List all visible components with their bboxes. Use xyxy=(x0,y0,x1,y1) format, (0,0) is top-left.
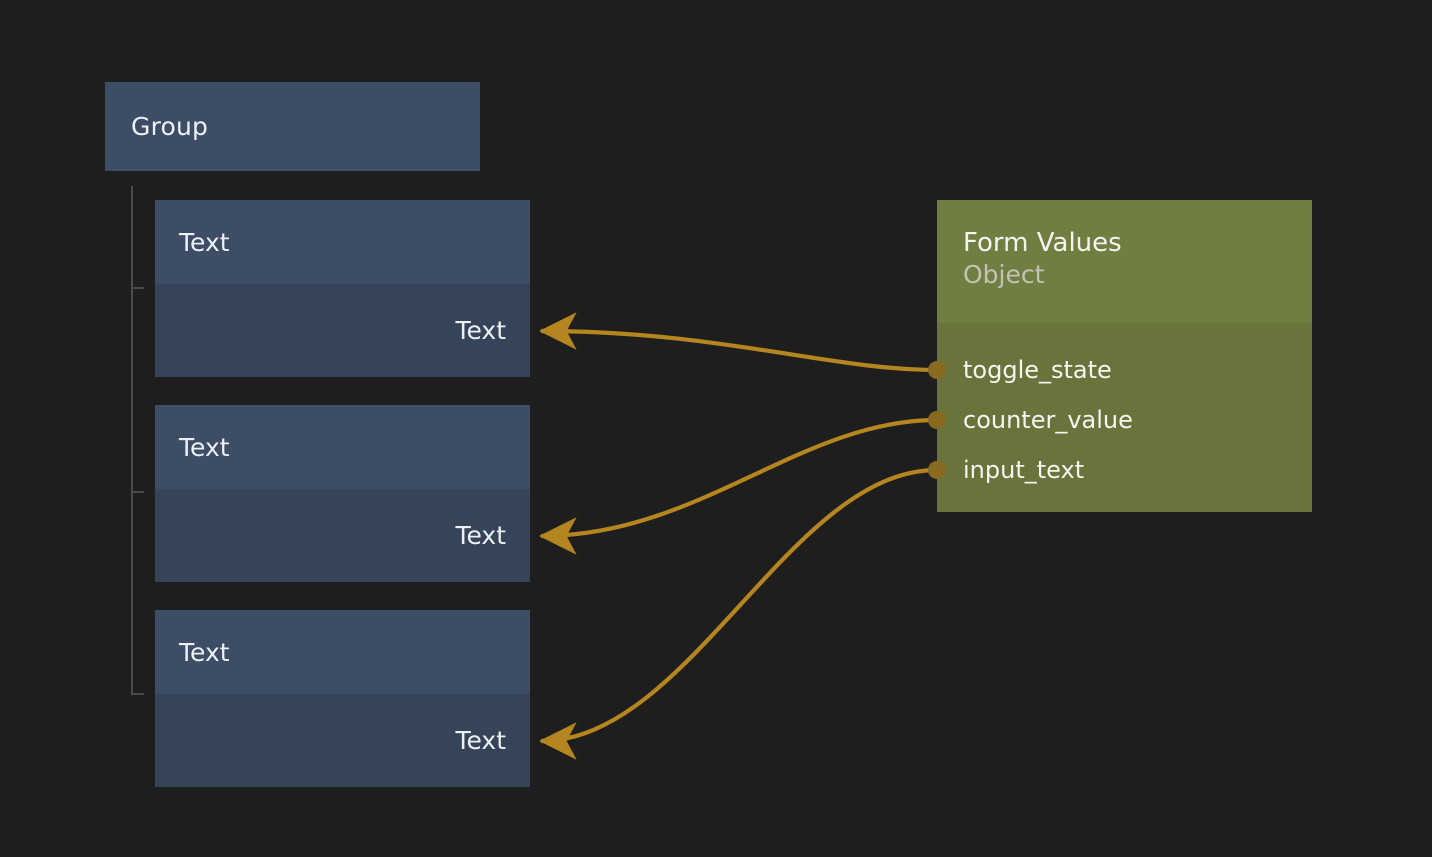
form-values-node-header[interactable]: Form Values Object xyxy=(937,200,1312,323)
field-label-toggle-state: toggle_state xyxy=(963,356,1112,384)
edge-toggle-state xyxy=(538,312,938,373)
field-row-input-text[interactable]: input_text xyxy=(928,445,1312,495)
output-port-dot-icon[interactable] xyxy=(928,461,946,479)
tree-stub-3 xyxy=(131,693,144,695)
tree-stub-2 xyxy=(131,491,144,493)
edge-input-text xyxy=(538,467,938,760)
text-node-3-port-label: Text xyxy=(455,726,506,755)
group-node[interactable]: Group xyxy=(105,82,480,171)
output-port-dot-icon[interactable] xyxy=(928,411,946,429)
text-node-1-title: Text xyxy=(179,227,230,257)
text-node-2-body[interactable]: Text xyxy=(155,489,530,582)
form-values-node-title: Form Values xyxy=(963,228,1122,258)
text-node-2-port-label: Text xyxy=(455,521,506,550)
form-values-node[interactable]: Form Values Object toggle_state counter_… xyxy=(928,200,1312,512)
field-row-counter-value[interactable]: counter_value xyxy=(928,395,1312,445)
group-node-title: Group xyxy=(131,112,209,141)
edge-counter-value xyxy=(538,417,938,555)
field-row-toggle-state[interactable]: toggle_state xyxy=(928,345,1312,395)
text-node-1-header[interactable]: Text xyxy=(155,200,530,284)
text-node-1-port-label: Text xyxy=(455,316,506,345)
field-label-input-text: input_text xyxy=(963,456,1085,484)
text-node-2-header[interactable]: Text xyxy=(155,405,530,489)
form-values-node-subtitle: Object xyxy=(963,259,1045,289)
output-port-dot-icon[interactable] xyxy=(928,361,946,379)
text-node-1[interactable]: Text Text xyxy=(155,200,530,377)
text-node-3-header[interactable]: Text xyxy=(155,610,530,694)
field-label-counter-value: counter_value xyxy=(963,406,1133,434)
form-values-field-list: toggle_state counter_value input_text xyxy=(928,323,1312,495)
text-node-3-body[interactable]: Text xyxy=(155,694,530,787)
tree-trunk-line xyxy=(131,186,133,693)
text-node-3-title: Text xyxy=(179,637,230,667)
text-node-1-body[interactable]: Text xyxy=(155,284,530,377)
text-node-2[interactable]: Text Text xyxy=(155,405,530,582)
text-node-2-title: Text xyxy=(179,432,230,462)
tree-stub-1 xyxy=(131,287,144,289)
text-node-3[interactable]: Text Text xyxy=(155,610,530,787)
